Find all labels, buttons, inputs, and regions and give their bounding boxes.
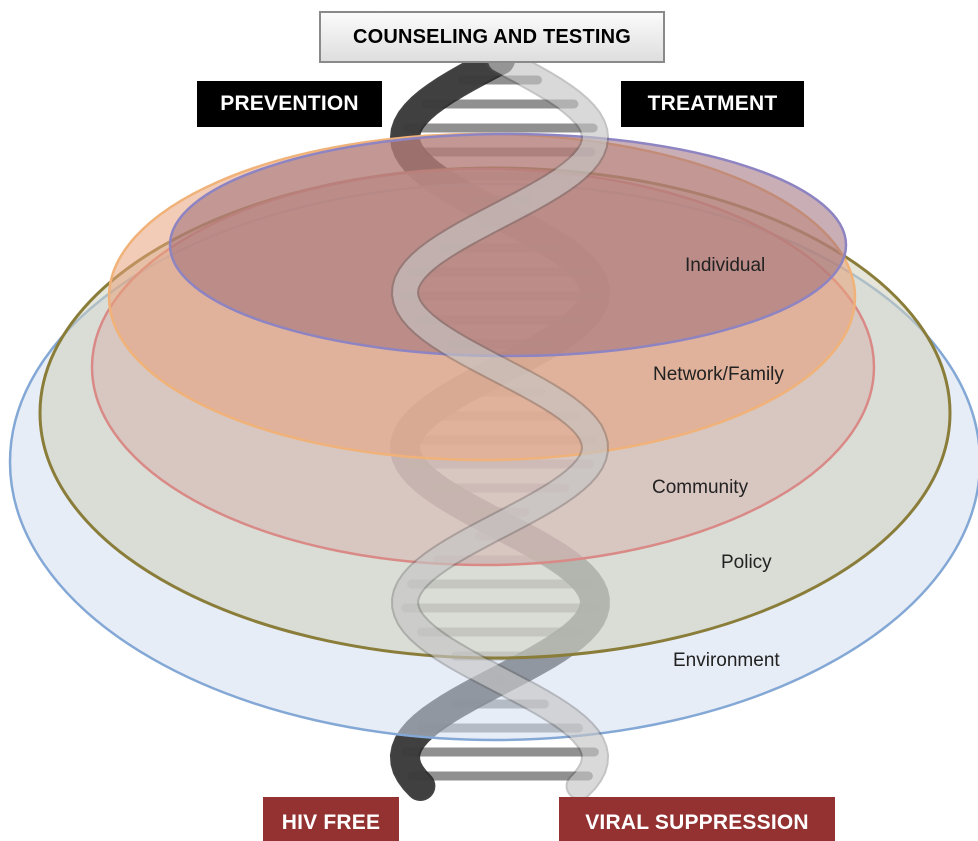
individual-ellipse [168, 132, 848, 358]
counseling-and-testing-box: COUNSELING AND TESTING [319, 11, 665, 63]
layer-label-community: Community [652, 477, 749, 498]
helix-strand-light [392, 48, 608, 798]
layer-label-policy: Policy [721, 552, 772, 573]
helix-strand-light-outline [390, 46, 610, 800]
dna-helix-front [390, 46, 610, 800]
layer-label-individual: Individual [685, 255, 766, 276]
layer-label-environment: Environment [673, 650, 780, 671]
prevention-box: PREVENTION [197, 81, 382, 127]
treatment-box: TREATMENT [621, 81, 804, 127]
viral-suppression-box: VIRAL SUPPRESSION [559, 797, 835, 841]
layer-label-network-family: Network/Family [653, 364, 784, 385]
level-ellipses [8, 132, 978, 742]
hiv-free-box: HIV FREE [263, 797, 399, 841]
